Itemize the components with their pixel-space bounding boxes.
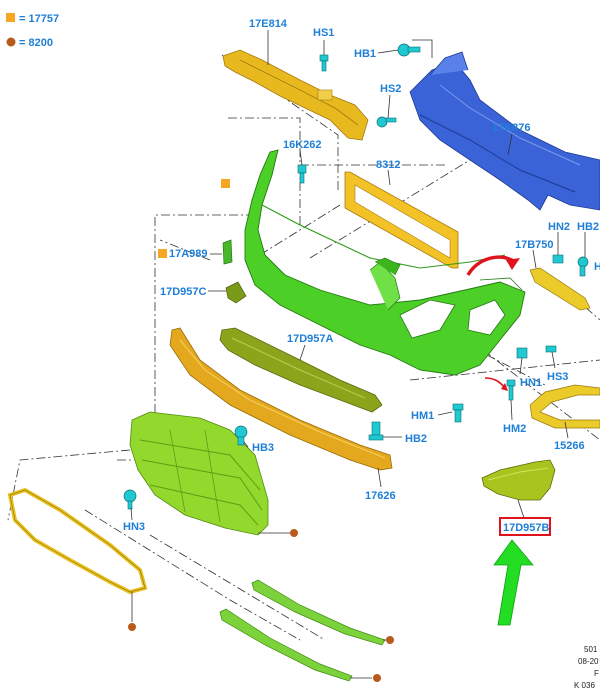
label-17E814: 17E814: [249, 18, 288, 30]
legend: = 17757 = 8200: [6, 13, 59, 49]
label-17D957B: 17D957B: [503, 522, 550, 534]
clip-HN1-right-icon: [516, 347, 528, 359]
right-trim-15266: [529, 384, 600, 429]
dot-8200-icon: [290, 529, 298, 537]
left-surround-trim: [7, 487, 148, 595]
bolt-HB3-icon: [234, 425, 248, 446]
clip-HM1-icon: [452, 403, 464, 423]
red-direction-arrows: [466, 255, 520, 391]
upper-frame-8312: [344, 171, 459, 269]
label-17B750: 17B750: [515, 239, 554, 251]
corner-trim-17D957B: [481, 459, 556, 501]
green-pointer-arrow-icon: [493, 539, 534, 626]
label-HN1: HN1: [520, 377, 542, 389]
square-17757-icon: [158, 249, 167, 258]
label-HS1: HS1: [313, 27, 334, 39]
part-8200-dots: [128, 529, 394, 682]
reinforcement-beam-17K876: [409, 51, 600, 211]
dot-8200-icon: [373, 674, 381, 682]
drawing-metadata: 501 08-20 F K 036: [574, 645, 599, 689]
label-H: H: [594, 261, 600, 273]
fasteners: [123, 43, 589, 510]
legend-label-17757: = 17757: [19, 13, 59, 25]
label-17D957A: 17D957A: [287, 333, 334, 345]
clip-HS2-icon: [376, 116, 397, 128]
label-HB2-lower: HB2: [405, 433, 427, 445]
highlight-callout: [493, 517, 551, 626]
dot-8200-icon: [128, 623, 136, 631]
label-8312: 8312: [376, 159, 400, 171]
label-17A989: 17A989: [169, 248, 208, 260]
bolt-HB1-icon: [397, 43, 421, 57]
part-labels: 17E814 HS1 HB1 HS2 17K876 16K262 8312 17…: [123, 18, 600, 534]
part-17757-markers: [158, 179, 230, 258]
lower-green-strips: [219, 579, 386, 682]
bolt-HB2-lower-icon: [368, 421, 384, 441]
label-HS2: HS2: [380, 83, 401, 95]
label-HB1: HB1: [354, 48, 376, 60]
small-bracket-17D957C: [225, 281, 247, 304]
legend-square-marker: [6, 13, 15, 22]
label-HM1: HM1: [411, 410, 434, 422]
bolt-HB2-top-icon: [577, 256, 589, 277]
grille-assembly: [129, 411, 269, 536]
lower-trim-17626: [169, 327, 393, 471]
highlight-box: [499, 517, 551, 536]
label-HN3: HN3: [123, 521, 145, 533]
clip-HN2-icon: [552, 254, 564, 264]
label-HB2-top: HB2: [577, 221, 599, 233]
dot-8200-icon: [386, 636, 394, 644]
label-HB3: HB3: [252, 442, 274, 454]
clip-16K262-icon: [297, 164, 307, 184]
legend-circle-marker: [6, 37, 16, 47]
label-17K876: 17K876: [492, 122, 531, 134]
meta-line-2: 08-20: [578, 657, 599, 666]
clip-HS1-icon: [319, 54, 329, 72]
square-17757-icon: [221, 179, 230, 188]
clip-HS3-icon: [545, 345, 557, 353]
bracket-17B750: [529, 267, 591, 311]
legend-label-8200: = 8200: [19, 37, 53, 49]
meta-line-1: 501: [584, 645, 598, 654]
clip-HN1-icon: [506, 379, 516, 401]
meta-line-3: F: [594, 669, 599, 678]
label-HN2: HN2: [548, 221, 570, 233]
clip-HN3-icon: [123, 489, 137, 510]
small-bracket-17A989: [222, 239, 233, 265]
label-HM2: HM2: [503, 423, 526, 435]
label-16K262: 16K262: [283, 139, 322, 151]
label-17D957C: 17D957C: [160, 286, 207, 298]
label-15266: 15266: [554, 440, 585, 452]
label-HS3: HS3: [547, 371, 568, 383]
label-17626: 17626: [365, 490, 396, 502]
front-bumper-cover: [244, 149, 526, 376]
upper-bracket-17E814: [222, 49, 369, 141]
meta-line-4: K 036: [574, 681, 595, 689]
leader-lines: [130, 30, 586, 521]
